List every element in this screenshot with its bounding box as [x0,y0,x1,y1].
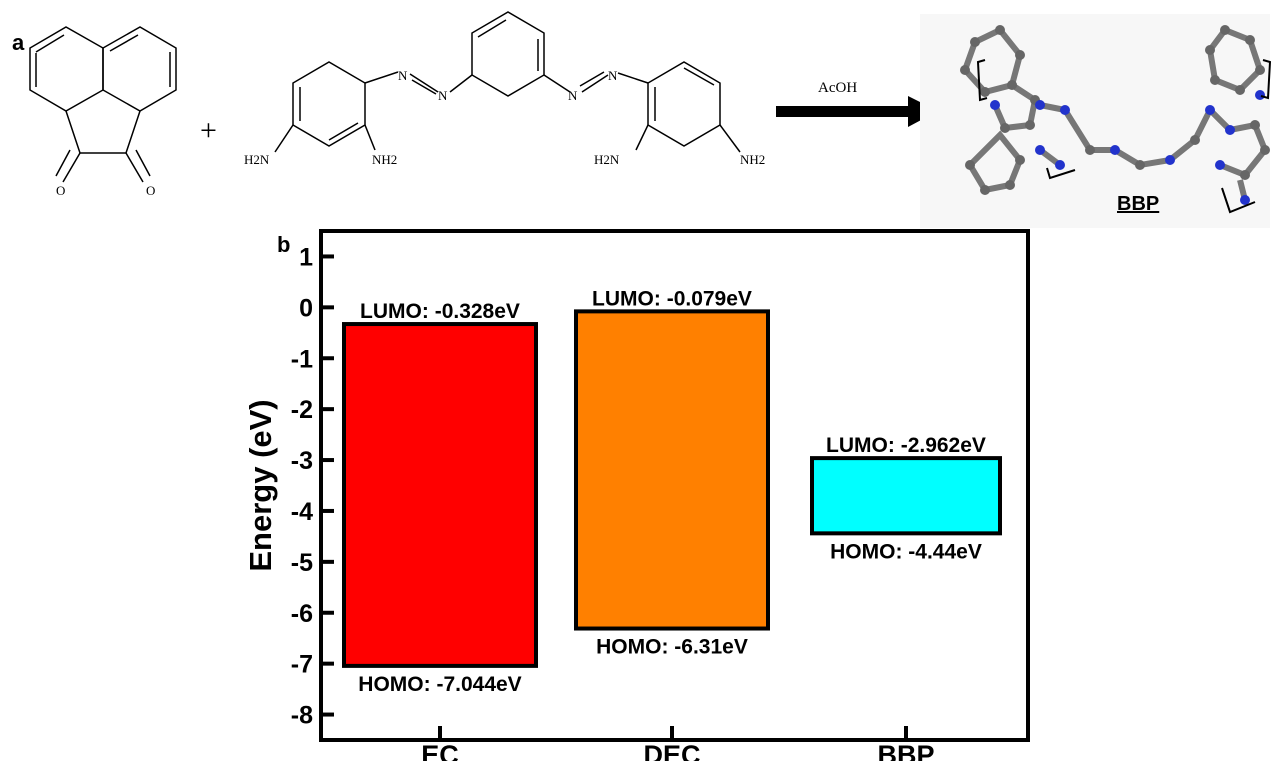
lumo-label-ec: LUMO: -0.328eV [360,300,520,323]
y-tick-label-1: 0 [299,294,313,322]
bars-layer: LUMO: -0.328eV HOMO: -7.044eV LUMO: -0.079… [342,287,1002,696]
x-tick-label-ec: EC [421,740,459,761]
bar-bbp [810,456,1002,536]
azo-diamine-monomer [274,11,741,153]
y-tick-label-7: -6 [291,600,313,628]
reaction-scheme: a O O + [12,11,1272,228]
acenaphthenequinone [29,26,177,183]
reaction-arrow: AcOH [776,80,938,127]
plot-frame [319,229,1030,742]
lumo-label-bbp: LUMO: -2.962eV [826,434,986,457]
y-axis-title: Energy (eV) [243,399,278,571]
homo-label-ec: HOMO: -7.044eV [358,673,521,696]
oxygen-label-left: O [56,183,65,198]
homo-label-bbp: HOMO: -4.44eV [830,540,982,563]
y-tick-label-5: -4 [291,498,313,526]
y-tick-label-3: -2 [291,396,313,424]
amine-label-4: NH2 [740,152,765,167]
panel-label-a: a [12,30,25,55]
amine-label-3: H2N [594,152,620,167]
amine-label-2: NH2 [372,152,397,167]
bar-ec [342,322,538,668]
y-tick-label-9: -8 [291,702,313,730]
plus-sign: + [200,114,217,147]
product-label: BBP [1117,193,1159,215]
lumo-label-dec: LUMO: -0.079eV [592,287,752,310]
x-tick-label-dec: DEC [643,740,700,761]
reagent-label: AcOH [818,80,857,96]
ticks-layer: 1 0 -1 -2 -3 -4 -5 -6 -7 -8EC DEC BBP [291,243,935,761]
y-tick-label-4: -3 [291,447,313,475]
azo-nitrogen-2: N [438,88,448,103]
panel-label-b: b [277,232,290,257]
x-tick-label-bbp: BBP [877,740,934,761]
azo-nitrogen-1: N [398,68,408,83]
amine-label-1: H2N [244,152,270,167]
y-tick-label-2: -1 [291,345,313,373]
y-tick-label-0: 1 [299,243,313,271]
bbp-polymer-structure: BBP [920,14,1272,228]
y-tick-label-8: -7 [291,651,313,679]
bar-dec [574,309,770,631]
oxygen-label-right: O [146,183,155,198]
azo-nitrogen-4: N [608,68,618,83]
homo-label-dec: HOMO: -6.31eV [596,636,748,659]
y-tick-label-6: -5 [291,549,313,577]
energy-level-chart: b Energy (eV) LUMO: -0.328eV HOMO: -7.044… [243,229,1030,761]
azo-nitrogen-3: N [568,88,578,103]
